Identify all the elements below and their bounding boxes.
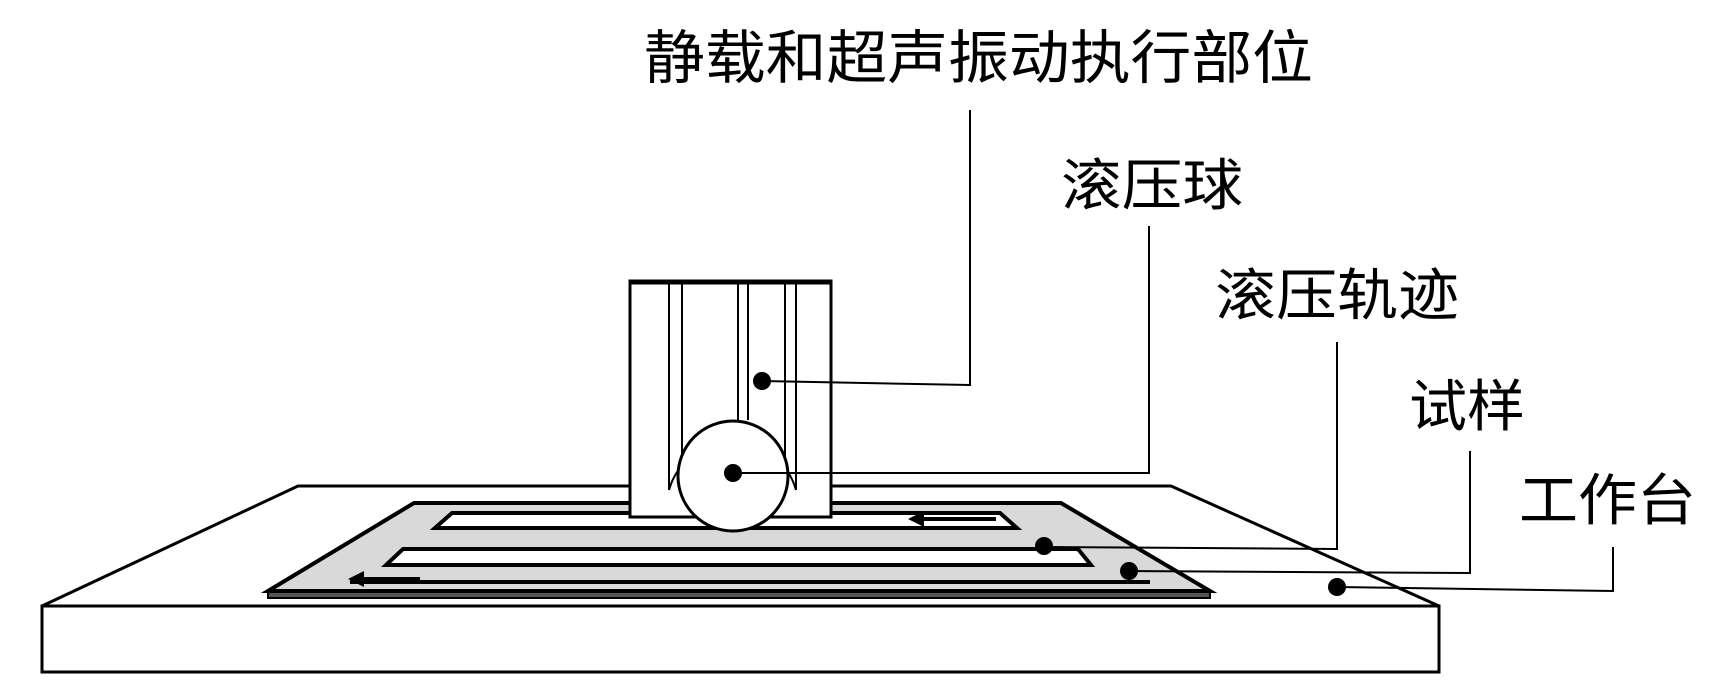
track-strip-2 [380, 547, 1096, 567]
worktable-front [40, 604, 1441, 674]
label-ball: 滚压球 [1061, 154, 1243, 219]
label-sample: 试样 [1409, 375, 1525, 440]
leader-track [1035, 342, 1338, 555]
label-table: 工作台 [1519, 469, 1696, 534]
arrow-left-icon [348, 571, 420, 587]
label-actuator: 静载和超声振动执行部位 [644, 24, 1313, 92]
arrow-left-icon [908, 511, 996, 527]
leader-ball [724, 226, 1150, 482]
leader-table [1328, 547, 1614, 596]
label-track: 滚压轨迹 [1215, 264, 1459, 329]
leader-actuator [753, 110, 971, 390]
leader-sample [1120, 451, 1471, 580]
